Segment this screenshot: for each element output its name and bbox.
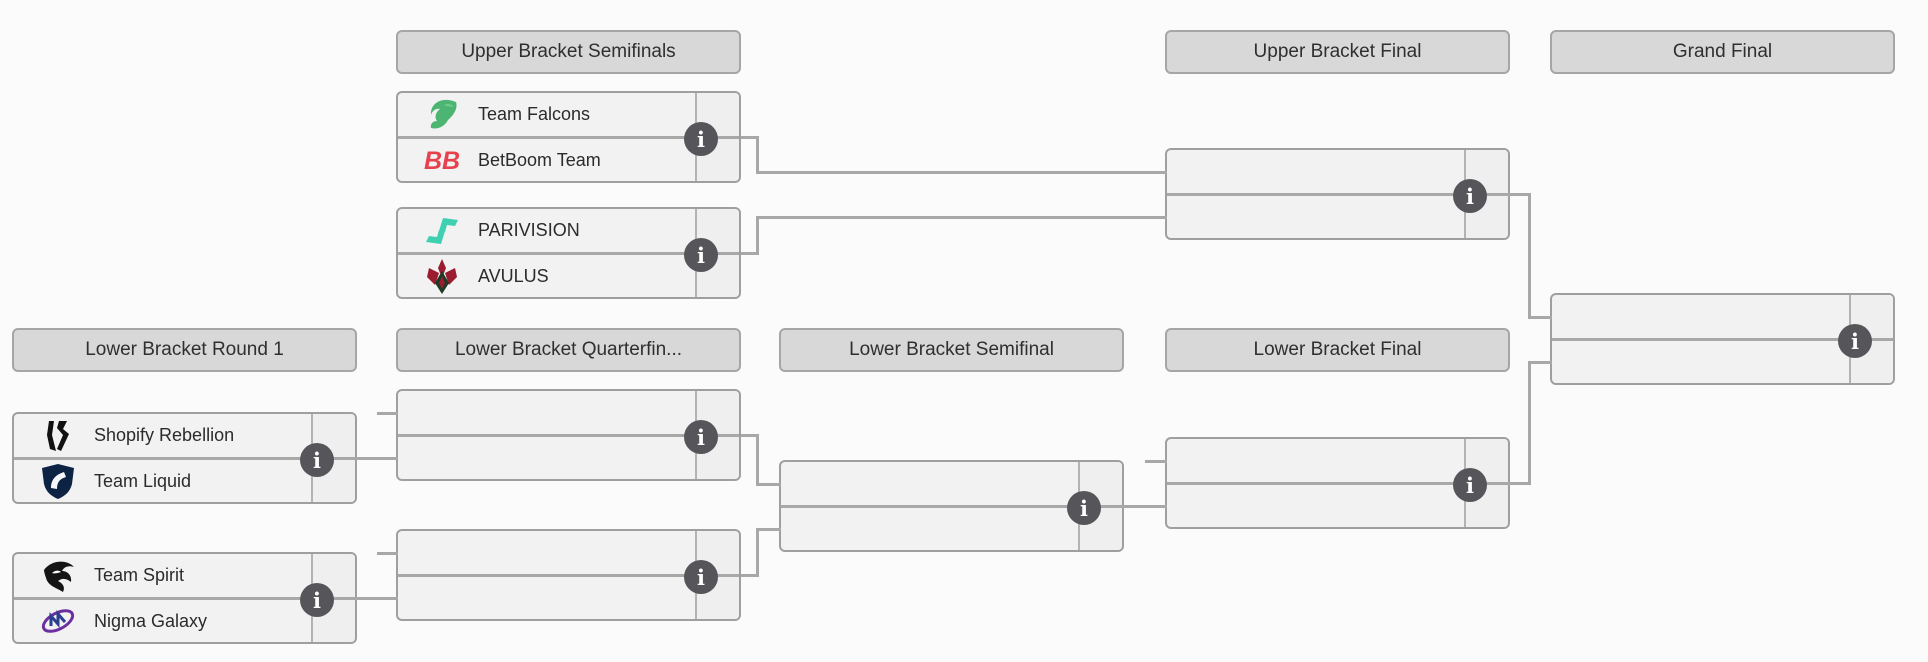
team-row: Team Spirit <box>14 554 355 597</box>
score-cell <box>311 554 355 597</box>
connector-lbqf2-out <box>741 574 759 577</box>
team-liquid-horse-shield-icon <box>38 461 78 501</box>
nigma-galaxy-swirl-icon <box>38 601 78 641</box>
header-upper-bracket-final: Upper Bracket Final <box>1165 30 1510 74</box>
info-icon[interactable]: i <box>1067 491 1101 525</box>
team-spirit-dragon-icon <box>38 556 78 596</box>
header-label: Lower Bracket Quarterfin... <box>454 339 683 360</box>
svg-text:BB: BB <box>424 147 460 175</box>
match-lower-quarterfinal-1: i <box>396 389 741 481</box>
connector-ubfinal-to-grandfinal <box>1528 316 1552 319</box>
info-icon[interactable]: i <box>300 583 334 617</box>
team-name[interactable]: Shopify Rebellion <box>94 425 235 445</box>
connector-stub-lbfinal-top <box>1145 460 1167 463</box>
connector-ubsf2-elbow <box>756 216 759 255</box>
match-lower-round1-2: Team Spirit Nigma Galaxy i <box>12 552 357 644</box>
team-row: Team Liquid <box>14 457 355 502</box>
header-label: Lower Bracket Round 1 <box>85 339 284 360</box>
connector-stub-lbqf1-top <box>377 412 398 415</box>
match-lower-round1-1: Shopify Rebellion Team Liquid i <box>12 412 357 504</box>
connector-lbqf1-to-lbsf <box>756 483 781 486</box>
team-name[interactable]: Team Falcons <box>478 104 591 124</box>
connector-ubsf2-to-ubfinal <box>756 216 1167 219</box>
header-lower-bracket-semifinal: Lower Bracket Semifinal <box>779 328 1124 372</box>
connector-lbr1a-to-lbqf1 <box>355 457 398 460</box>
team-name[interactable]: AVULUS <box>478 265 549 286</box>
info-icon[interactable]: i <box>1453 179 1487 213</box>
team-name[interactable]: BetBoom Team <box>478 149 601 170</box>
header-label: Lower Bracket Semifinal <box>849 339 1054 360</box>
header-grand-final: Grand Final <box>1550 30 1895 74</box>
connector-lbr1b-to-lbqf2 <box>355 597 398 600</box>
parivision-pinwheel-icon <box>422 211 462 251</box>
info-icon[interactable]: i <box>684 560 718 594</box>
match-grand-final: i <box>1550 293 1895 385</box>
team-row: Shopify Rebellion <box>14 414 355 457</box>
connector-lbsf-to-lbfinal <box>1122 505 1167 508</box>
team-row: Team Falcons <box>398 93 739 136</box>
avulus-crest-icon <box>422 256 462 296</box>
connector-ubsf1-to-ubfinal <box>756 171 1167 174</box>
header-label: Grand Final <box>1672 41 1773 62</box>
connector-lbqf1-elbow <box>756 434 759 486</box>
match-upper-semifinal-1: Team Falcons BB BetBoom Team i <box>396 91 741 183</box>
team-falcons-falcon-icon <box>422 95 462 135</box>
team-row <box>1552 295 1893 338</box>
connector-lbfinal-to-grandfinal <box>1528 361 1552 364</box>
match-lower-semifinal: i <box>779 460 1124 552</box>
connector-lbfinal-elbow <box>1528 361 1531 485</box>
match-lower-final: i <box>1165 437 1510 529</box>
connector-ubsf1-out <box>741 136 759 139</box>
connector-lbqf1-out <box>741 434 759 437</box>
connector-ubsf1-elbow <box>756 136 759 174</box>
match-upper-final: i <box>1165 148 1510 240</box>
connector-ubfinal-out <box>1508 193 1531 196</box>
score-cell <box>311 414 355 457</box>
header-lower-bracket-final: Lower Bracket Final <box>1165 328 1510 372</box>
connector-ubsf2-out <box>741 252 759 255</box>
match-lower-quarterfinal-2: i <box>396 529 741 621</box>
connector-stub-lbqf2-top <box>377 552 398 555</box>
connector-lbfinal-out <box>1508 482 1531 485</box>
info-icon[interactable]: i <box>684 420 718 454</box>
info-icon[interactable]: i <box>684 238 718 272</box>
header-label: Lower Bracket Final <box>1253 339 1422 360</box>
connector-lbqf2-elbow <box>756 528 759 577</box>
team-name[interactable]: Team Spirit <box>94 565 185 585</box>
info-icon[interactable]: i <box>1838 324 1872 358</box>
shopify-rebellion-mark-icon <box>38 416 78 456</box>
header-lower-bracket-round-1: Lower Bracket Round 1 <box>12 328 357 372</box>
info-icon[interactable]: i <box>1453 468 1487 502</box>
info-icon[interactable]: i <box>300 443 334 477</box>
info-icon[interactable]: i <box>684 122 718 156</box>
score-cell <box>311 460 355 502</box>
team-name[interactable]: Team Liquid <box>94 470 192 491</box>
score-cell <box>695 391 739 434</box>
header-label: Upper Bracket Final <box>1253 41 1422 62</box>
team-row: BB BetBoom Team <box>398 136 739 181</box>
score-cell <box>1849 295 1893 338</box>
team-name[interactable]: Nigma Galaxy <box>94 610 208 631</box>
team-row <box>398 531 739 574</box>
connector-ubfinal-elbow <box>1528 193 1531 319</box>
team-name[interactable]: PARIVISION <box>478 220 580 240</box>
match-upper-semifinal-2: PARIVISION AVULUS i <box>396 207 741 299</box>
connector-lbqf2-to-lbsf <box>756 528 781 531</box>
header-lower-bracket-quarterfinals: Lower Bracket Quarterfin... <box>396 328 741 372</box>
team-row: Nigma Galaxy <box>14 597 355 642</box>
betboom-bb-icon: BB <box>422 140 462 180</box>
score-cell <box>695 531 739 574</box>
team-row <box>398 391 739 434</box>
team-row <box>1167 482 1508 527</box>
header-label: Upper Bracket Semifinals <box>461 41 676 62</box>
header-upper-bracket-semifinals: Upper Bracket Semifinals <box>396 30 741 74</box>
